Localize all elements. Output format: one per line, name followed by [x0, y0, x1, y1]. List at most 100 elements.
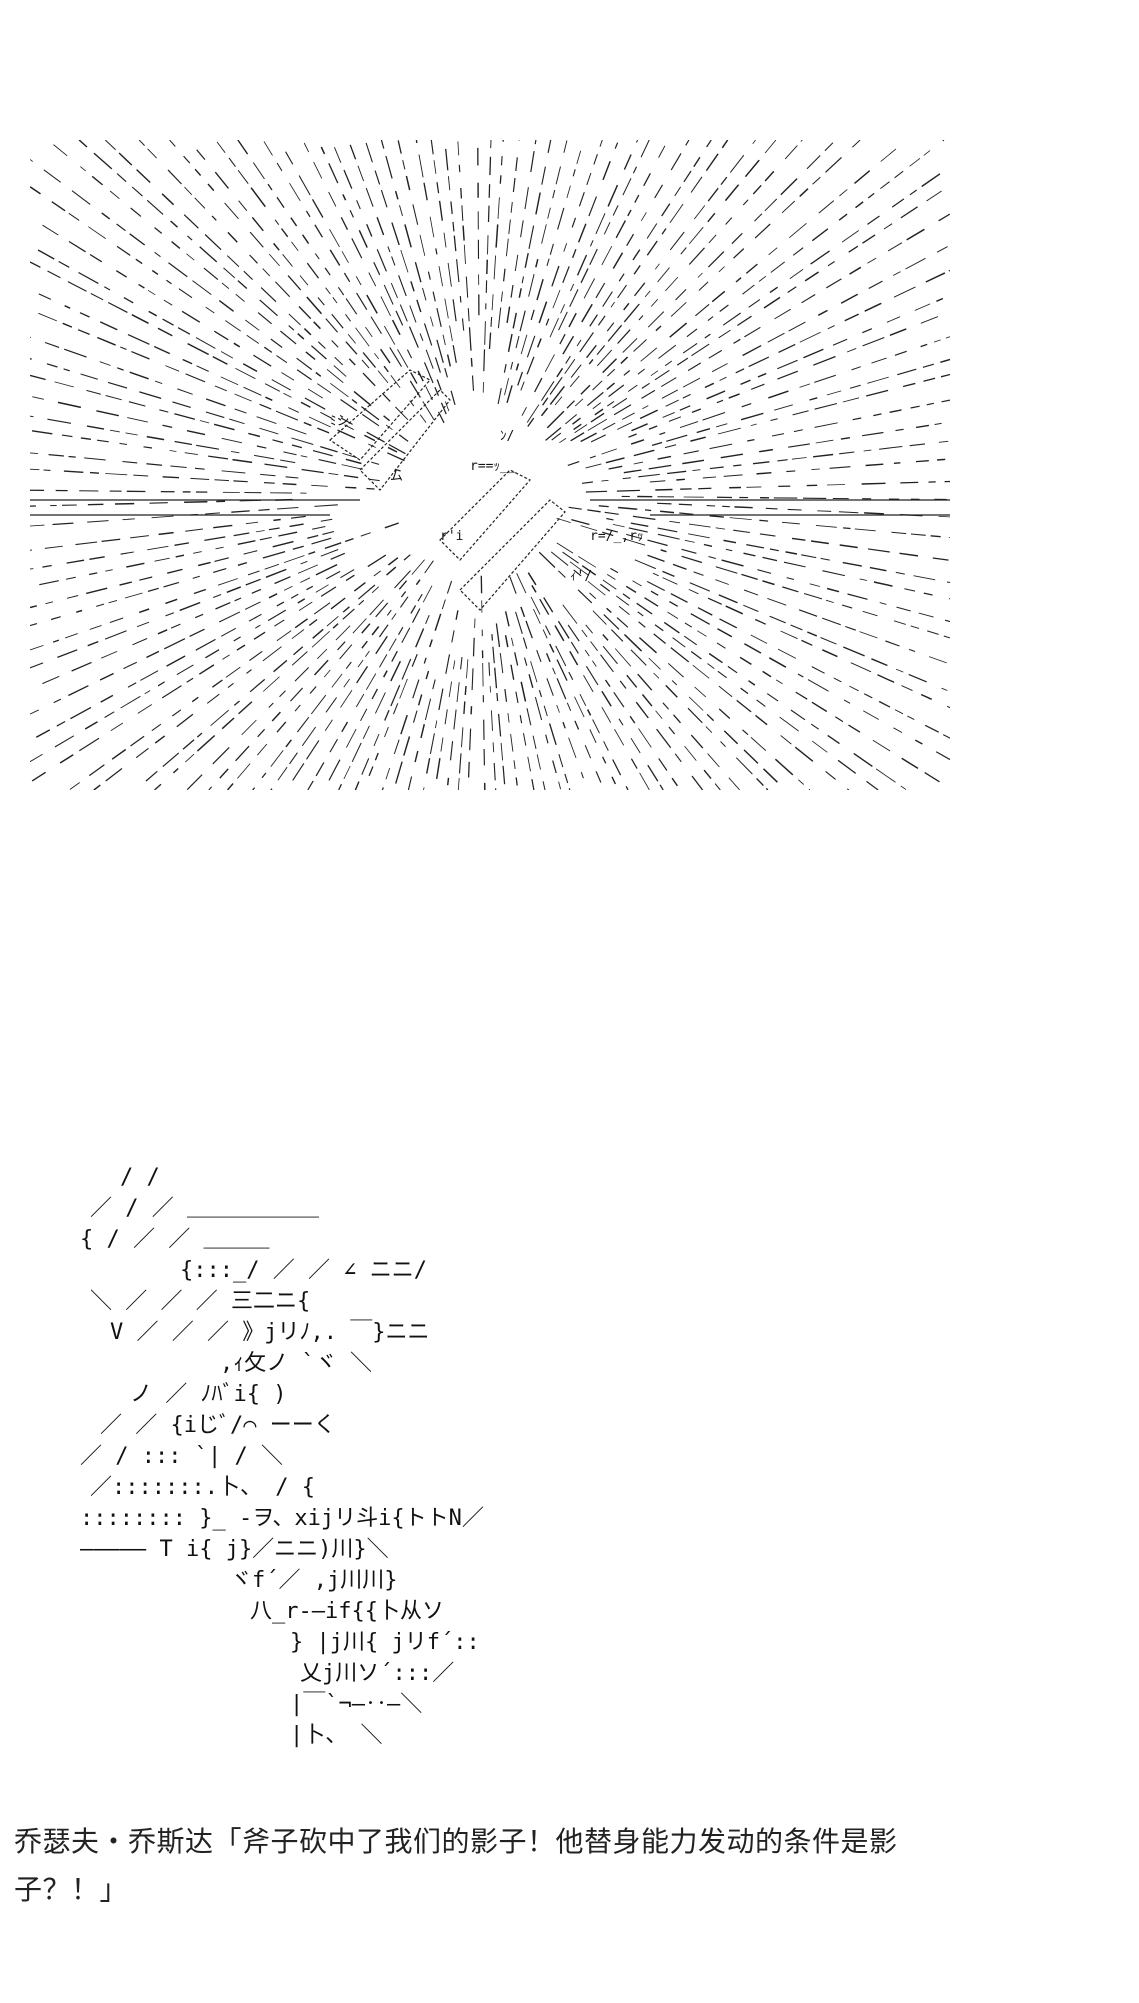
speed-line-segment	[306, 262, 320, 279]
speed-line-segment	[170, 623, 181, 629]
speed-line-segment	[31, 430, 53, 435]
speed-line-segment	[588, 196, 598, 217]
speed-line-segment	[343, 169, 353, 189]
speed-line-segment	[257, 312, 272, 325]
speed-line-segment	[565, 355, 571, 364]
speed-line-segment	[935, 751, 950, 761]
speed-line-segment	[687, 362, 702, 372]
speed-line-segment	[825, 770, 836, 780]
figure-art-line: { / ／ ／ ＿＿＿	[80, 1227, 269, 1252]
speed-line-segment	[291, 629, 305, 640]
speed-line-segment	[32, 396, 44, 400]
speed-line-segment	[105, 768, 123, 782]
speed-line-segment	[765, 787, 769, 790]
speed-line-segment	[792, 410, 809, 416]
speed-line-segment	[601, 246, 613, 266]
speed-line-segment	[332, 297, 338, 304]
speed-line-segment	[313, 602, 331, 615]
speed-line-segment	[296, 369, 312, 381]
speed-line-segment	[167, 169, 182, 185]
caption-text: 乔瑟夫・乔斯达「斧子砍中了我们的影子！他替身能力发动的条件是影 子？！」	[14, 1818, 934, 1914]
speed-line-segment	[682, 459, 705, 465]
speed-line-segment	[504, 611, 510, 627]
speed-line-segment	[127, 334, 150, 345]
speed-line-segment	[940, 373, 950, 378]
speed-line-segment	[360, 532, 371, 537]
speed-line-segment	[365, 142, 373, 163]
speed-line-segment	[671, 777, 678, 787]
speed-line-segment	[401, 627, 411, 644]
speed-line-segment	[815, 524, 837, 528]
speed-line-segment	[99, 321, 118, 331]
speed-line-segment	[602, 645, 618, 665]
speed-line-segment	[86, 425, 105, 430]
speed-line-segment	[864, 512, 884, 515]
speed-line-segment	[192, 575, 200, 579]
speed-line-segment	[246, 334, 260, 344]
speed-line-segment	[390, 282, 398, 299]
speed-line-segment	[546, 678, 554, 696]
speed-line-segment	[127, 417, 148, 423]
speed-line-segment	[706, 390, 726, 400]
speed-line-segment	[669, 322, 688, 338]
speed-line-segment	[30, 159, 33, 162]
speed-line-segment	[362, 372, 376, 387]
speed-line-segment	[743, 604, 759, 612]
speed-line-segment	[236, 644, 246, 651]
speed-line-segment	[515, 363, 520, 371]
speed-line-segment	[146, 650, 160, 659]
speed-line-segment	[612, 205, 619, 216]
speed-line-segment	[509, 576, 517, 594]
speed-line-segment	[644, 290, 651, 298]
speed-line-segment	[844, 313, 859, 322]
speed-line-segment	[655, 488, 673, 491]
speed-line-segment	[293, 646, 304, 656]
speed-line-segment	[283, 555, 305, 563]
speed-line-segment	[151, 269, 159, 275]
speed-line-segment	[130, 535, 149, 539]
speed-line-segment	[655, 325, 662, 332]
speed-line-segment	[373, 570, 382, 577]
speed-line-segment	[748, 680, 756, 686]
speed-line-segment	[647, 764, 659, 782]
speed-line-segment	[488, 332, 492, 349]
speed-line-segment	[873, 413, 882, 417]
speed-line-segment	[788, 321, 806, 332]
speed-line-segment	[213, 423, 235, 431]
speed-line-segment	[30, 468, 40, 471]
speed-line-segment	[904, 588, 916, 592]
speed-line-segment	[792, 247, 804, 256]
speed-line-segment	[607, 400, 615, 407]
speed-line-segment	[225, 320, 241, 332]
speed-line-segment	[622, 178, 632, 196]
speed-line-segment	[839, 451, 855, 455]
speed-line-segment	[226, 255, 240, 268]
speed-line-segment	[568, 671, 574, 681]
speed-line-segment	[768, 247, 778, 256]
speed-line-segment	[242, 363, 258, 373]
speed-line-segment	[506, 306, 511, 324]
speed-line-segment	[900, 481, 919, 484]
speed-line-segment	[515, 611, 523, 634]
speed-line-segment	[492, 742, 495, 753]
speed-line-segment	[220, 376, 239, 386]
speed-line-segment	[182, 358, 193, 365]
speed-line-segment	[574, 720, 580, 730]
speed-line-segment	[357, 165, 365, 182]
speed-line-segment	[259, 403, 272, 410]
figure-art-line: ,ｨ攵ノ `ヾ ＼	[220, 1351, 372, 1376]
speed-line-segment	[562, 604, 578, 624]
speed-line-segment	[674, 186, 682, 197]
speed-line-segment	[230, 450, 240, 454]
speed-line-segment	[798, 609, 818, 617]
speed-line-segment	[602, 422, 616, 431]
speed-line-segment	[878, 700, 891, 708]
speed-line-segment	[523, 657, 528, 666]
speed-line-segment	[602, 358, 618, 374]
speed-line-segment	[220, 351, 234, 359]
speed-line-segment	[552, 289, 561, 309]
speed-line-segment	[674, 753, 682, 763]
speed-line-segment	[654, 624, 664, 632]
speed-line-segment	[909, 443, 926, 447]
speed-line-segment	[894, 709, 904, 715]
